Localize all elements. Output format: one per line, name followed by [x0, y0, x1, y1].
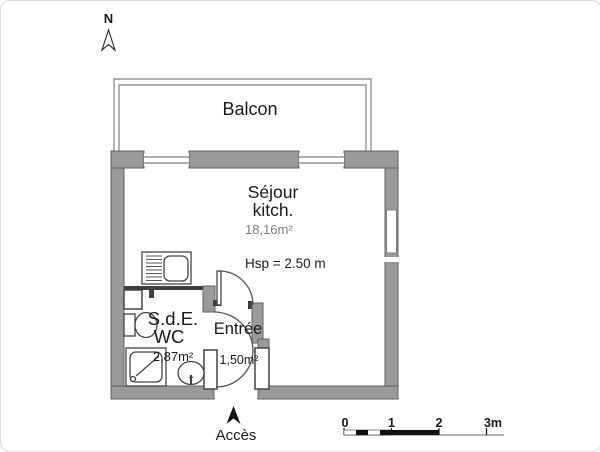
toilet-tank: [123, 313, 136, 337]
window-top-right: [299, 153, 344, 166]
living-room-area: 18,16m²: [245, 222, 293, 237]
kitchen-sink: [141, 251, 192, 285]
bathroom-door-swing-arc: [213, 311, 254, 352]
access-label: Accès: [216, 427, 257, 444]
duct-shaft-box: [123, 289, 143, 310]
bathroom-label-line2: WC: [154, 326, 185, 347]
balcony-railing-inner: [118, 84, 367, 153]
balcony-label: Balcon: [222, 99, 277, 119]
north-label: N: [104, 11, 113, 26]
bathroom-entry-partition-upper: [202, 285, 216, 313]
bathroom-top-wall: [124, 286, 215, 290]
bathroom-wall-stub: [149, 286, 154, 298]
entry-door-jamb-right: [248, 301, 253, 309]
top-wall-right-block: [343, 150, 399, 169]
drainer-stripes: [146, 255, 162, 281]
scale-tick-label-3: 3m: [484, 416, 502, 430]
entry-area: 1,50m²: [220, 353, 259, 367]
bottom-wall-right: [257, 385, 399, 400]
bathroom-entry-partition-lower: [203, 349, 218, 390]
shower-tray: [125, 347, 167, 387]
right-wall-window-inset: [386, 209, 397, 254]
scale-segment-black-a: [356, 430, 368, 435]
balcony-railing-outer: [113, 78, 372, 153]
scale-segment-black-solid: [391, 430, 439, 435]
entry-label: Entrée: [214, 320, 263, 338]
bottom-wall-left: [110, 385, 215, 400]
scale-tick-label-2: 2: [436, 416, 443, 430]
top-wall-middle-block: [188, 150, 300, 169]
bathroom-area: 2,87m²: [153, 349, 194, 364]
scale-bar: 0 1 2 3m: [342, 416, 504, 436]
access-arrow-icon: [226, 406, 241, 424]
right-wall: [384, 152, 399, 400]
washbasin-drain: [189, 375, 193, 380]
scale-tick-label-0: 0: [342, 416, 349, 430]
left-wall: [110, 150, 125, 400]
shower-diagonal: [135, 355, 160, 377]
doors: [213, 270, 254, 388]
window-top-left: [144, 153, 189, 166]
living-room-door-leaf: [216, 270, 222, 306]
scale-tick-label-1: 1: [388, 416, 395, 430]
access-marker: Accès: [216, 406, 257, 444]
shower-drain: [129, 375, 137, 383]
living-room-label-line1: Séjour: [248, 182, 299, 202]
washbasin: [177, 360, 205, 386]
window-opening: [299, 153, 344, 166]
bathroom-label-line1: S.d.E.: [148, 308, 198, 329]
top-wall-left-block: [110, 150, 145, 169]
entrance-door-swing-arc: [215, 349, 254, 388]
ceiling-height-label: Hsp = 2.50 m: [245, 256, 326, 271]
balcony-railing: [113, 78, 372, 153]
window-opening: [144, 153, 189, 166]
entry-right-wall-lower: [254, 347, 270, 390]
scale-segment-black-b: [380, 430, 392, 435]
right-wall-break: [384, 257, 399, 262]
north-arrow: N: [100, 11, 117, 52]
toilet-bowl: [134, 311, 158, 339]
living-room-label-line2: kitch.: [253, 200, 294, 220]
right-wall-openings: [384, 209, 399, 262]
sink-basin: [163, 255, 189, 282]
north-arrow-icon: [100, 28, 117, 52]
toilet: [123, 311, 158, 339]
living-room-door-swing-arc: [218, 270, 254, 306]
